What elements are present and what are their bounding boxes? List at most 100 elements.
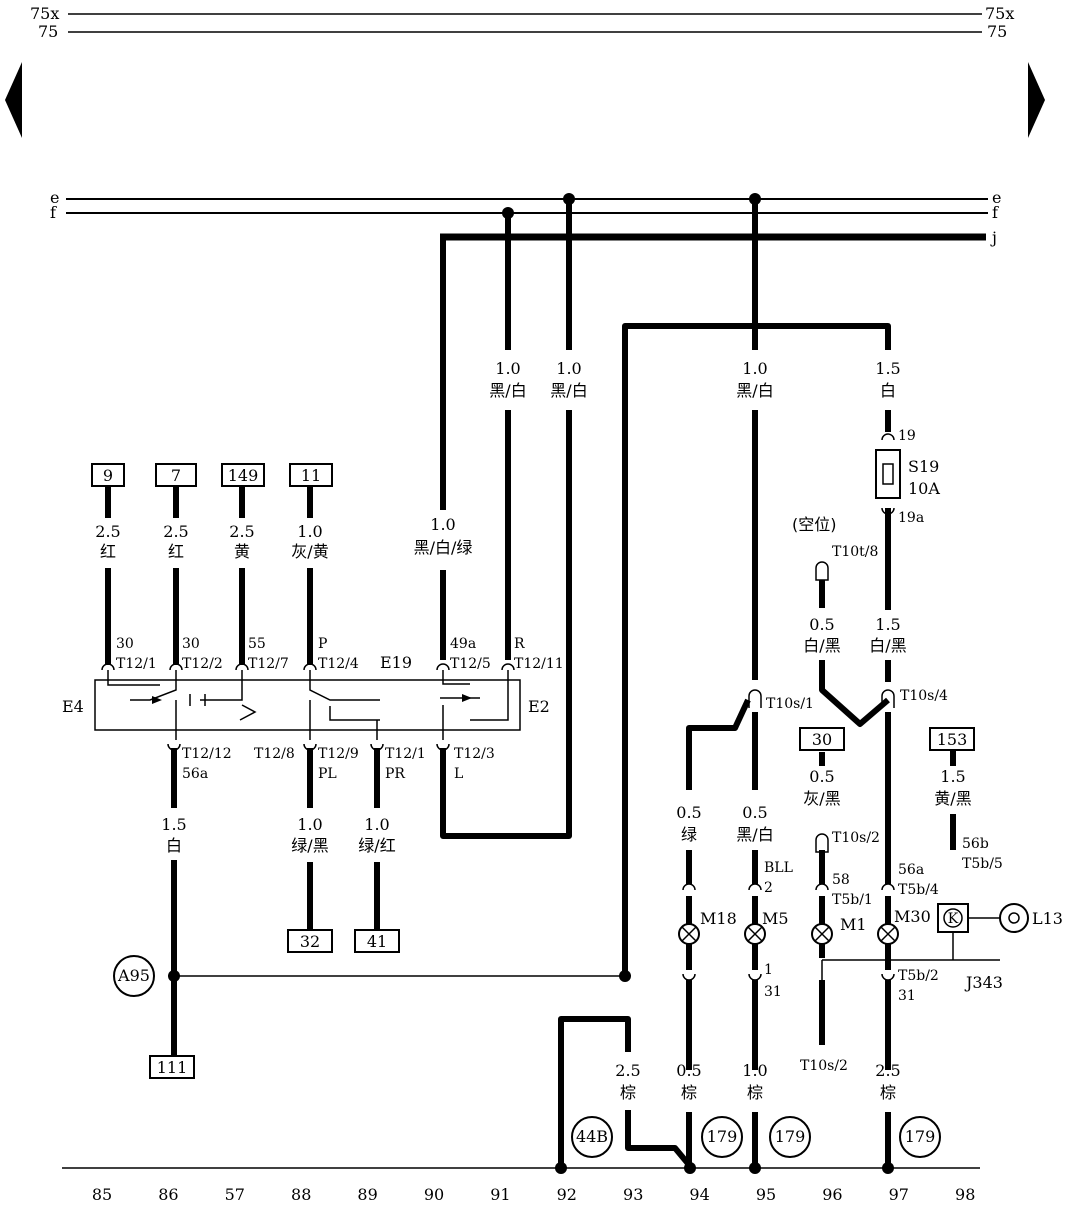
component-E19: E19 bbox=[380, 653, 412, 672]
terminal-11: 11 bbox=[301, 466, 321, 485]
ground-44B: 44B bbox=[576, 1127, 608, 1146]
pin-t12-1: T12/1 bbox=[116, 656, 157, 672]
wire-size-97: 1.5 bbox=[875, 359, 900, 378]
wire-labels: 2.5 红 2.5 红 2.5 黄 1.0 灰/黄 1.0 黑/白/绿 1.0 … bbox=[95, 359, 971, 1102]
wire-color-94g: 棕 bbox=[681, 1083, 697, 1102]
pin-t12-12: T12/12 bbox=[182, 746, 232, 762]
wire-size-86b: 2.5 bbox=[163, 522, 188, 541]
wire-color-57: 黄 bbox=[234, 542, 250, 561]
ground-179a: 179 bbox=[707, 1127, 738, 1146]
lamp-L13: L13 bbox=[1032, 909, 1063, 928]
column-number: 94 bbox=[689, 1185, 709, 1204]
switch-assembly: E4 E19 E2 bbox=[62, 653, 550, 768]
wire-size-93g: 2.5 bbox=[615, 1061, 640, 1080]
terminal-boxes: 9 7 149 11 32 41 111 30 153 bbox=[91, 463, 975, 1079]
column-number: 93 bbox=[623, 1185, 643, 1204]
wire-size-90: 1.0 bbox=[430, 515, 455, 534]
wire-size-97g: 2.5 bbox=[875, 1061, 900, 1080]
pin-55: 55 bbox=[248, 636, 266, 652]
pin-30a: 30 bbox=[116, 636, 134, 652]
pin-t12-11: T12/11 bbox=[514, 656, 564, 672]
fuse-S19: S19 bbox=[908, 457, 939, 476]
pin-t10s1: T10s/1 bbox=[766, 696, 814, 712]
pin-58: 58 bbox=[832, 872, 850, 888]
rail-e-right: e bbox=[992, 188, 1001, 207]
rail-e-left: e bbox=[50, 188, 59, 207]
lamp-M1: M1 bbox=[811, 883, 867, 958]
pin-BLL: BLL bbox=[764, 860, 793, 876]
column-number: 96 bbox=[822, 1185, 842, 1204]
pin-31b: 31 bbox=[898, 988, 916, 1004]
wire-size-95: 1.0 bbox=[742, 359, 767, 378]
pin-t12-2: T12/2 bbox=[182, 656, 223, 672]
pin-labels: 30 30 55 P 49a R T12/1 T12/2 T12/7 T12/4… bbox=[116, 428, 1003, 1074]
wire-color-97: 白 bbox=[880, 381, 896, 400]
wire-size-98: 1.5 bbox=[940, 767, 965, 786]
lamp-M18-label: M18 bbox=[700, 909, 737, 928]
wire-size-57: 2.5 bbox=[229, 522, 254, 541]
wire-size-95b: 0.5 bbox=[742, 803, 767, 822]
wire-color-97g: 棕 bbox=[880, 1083, 896, 1102]
lamp-M1-label: M1 bbox=[840, 915, 867, 934]
column-number: 88 bbox=[291, 1185, 311, 1204]
wire-color-91: 黑/白 bbox=[489, 381, 526, 400]
pin-49a: 49a bbox=[450, 636, 476, 652]
terminal-9: 9 bbox=[103, 466, 113, 485]
pin-t12-8: T12/8 bbox=[254, 746, 295, 762]
page-prev-arrow[interactable] bbox=[5, 62, 22, 138]
pin-t5b4: T5b/4 bbox=[898, 882, 939, 898]
wire-color-89: 绿/红 bbox=[358, 836, 395, 855]
pin-t12-5: T12/5 bbox=[450, 656, 491, 672]
pin-t10s4: T10s/4 bbox=[900, 688, 948, 704]
pin-19a: 19a bbox=[898, 510, 924, 526]
wire-color-92: 黑/白 bbox=[550, 381, 587, 400]
pin-kongwei: (空位) bbox=[792, 515, 837, 534]
wire-color-86b: 红 bbox=[168, 542, 184, 561]
rail-75-right: 75 bbox=[987, 22, 1007, 41]
terminal-149: 149 bbox=[228, 466, 259, 485]
wire-size-94g: 0.5 bbox=[676, 1061, 701, 1080]
lamp-M30: M30 bbox=[877, 883, 931, 981]
lamp-M18: M18 bbox=[678, 883, 737, 981]
wire-color-96: 白/黑 bbox=[803, 636, 840, 655]
pin-56b: 56b bbox=[962, 836, 989, 852]
wire-color-95b: 黑/白 bbox=[736, 825, 773, 844]
page-next-arrow[interactable] bbox=[1028, 62, 1045, 138]
wire-color-95g: 棕 bbox=[747, 1083, 763, 1102]
pin-R: R bbox=[514, 636, 525, 652]
terminal-7: 7 bbox=[171, 466, 181, 485]
pin-30b: 30 bbox=[182, 636, 200, 652]
relay-K: K bbox=[948, 911, 959, 927]
right-components: S19 10A M18 M5 bbox=[678, 433, 1063, 992]
module-J343: J343 bbox=[964, 973, 1003, 992]
lamp-M30-label: M30 bbox=[894, 907, 931, 926]
wire-color-86a: 红 bbox=[100, 542, 116, 561]
lamp-M5: M5 bbox=[744, 883, 789, 981]
column-number: 57 bbox=[225, 1185, 245, 1204]
wire-size-88b: 1.0 bbox=[297, 815, 322, 834]
pin-t12-9: T12/9 bbox=[318, 746, 359, 762]
wire-color-86c: 白 bbox=[166, 836, 182, 855]
terminal-30: 30 bbox=[812, 730, 832, 749]
column-number: 91 bbox=[490, 1185, 510, 1204]
component-E4: E4 bbox=[62, 697, 84, 716]
pin-t5b2: T5b/2 bbox=[898, 968, 939, 984]
pin-1: 1 bbox=[764, 962, 773, 978]
ground-179b: 179 bbox=[775, 1127, 806, 1146]
power-rails: e f e f j bbox=[50, 188, 1001, 247]
pin-t12-7: T12/7 bbox=[248, 656, 289, 672]
wire-size-88: 1.0 bbox=[297, 522, 322, 541]
pin-t10s2: T10s/2 bbox=[832, 830, 880, 846]
pin-t12-4: T12/4 bbox=[318, 656, 359, 672]
column-number: 95 bbox=[756, 1185, 776, 1204]
pin-t10t8: T10t/8 bbox=[832, 544, 878, 560]
terminal-153: 153 bbox=[937, 730, 968, 749]
column-number: 97 bbox=[889, 1185, 909, 1204]
pin-t12-3: T12/3 bbox=[454, 746, 495, 762]
wire-size-86a: 2.5 bbox=[95, 522, 120, 541]
wire-color-90: 黑/白/绿 bbox=[414, 538, 473, 557]
fuse-S19-rating: 10A bbox=[908, 479, 940, 498]
pin-19: 19 bbox=[898, 428, 916, 444]
